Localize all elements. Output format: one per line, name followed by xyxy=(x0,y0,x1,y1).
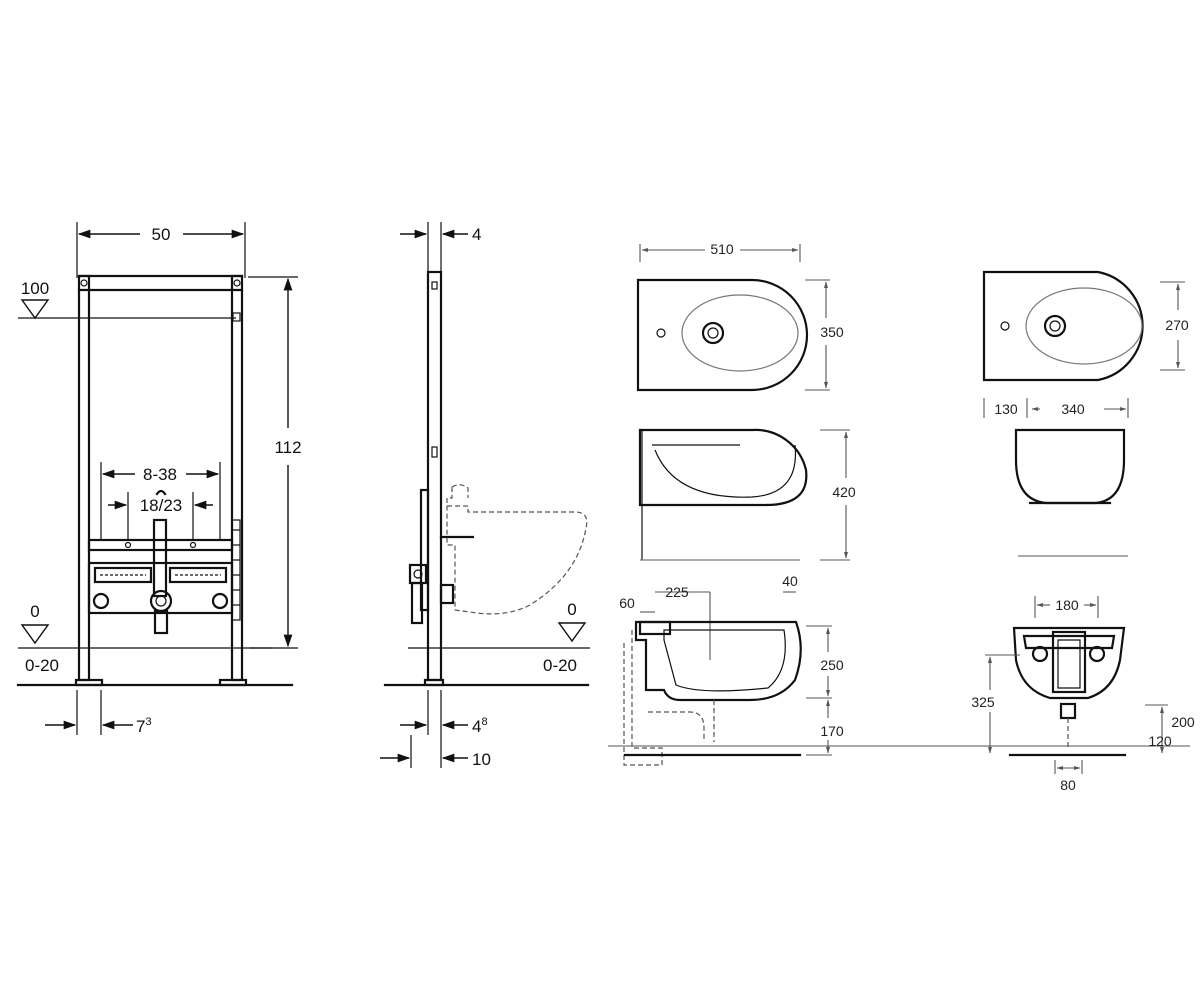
inlet-connector xyxy=(638,620,672,636)
bidet-views: 510 350 270 130 340 xyxy=(608,241,1195,793)
floor-range-label: 0-20 xyxy=(25,656,59,675)
bracket-left xyxy=(93,566,153,584)
bidet-tap-outline xyxy=(451,484,469,498)
rear-drain xyxy=(1059,702,1077,720)
side-module xyxy=(419,488,430,612)
bolt-right xyxy=(189,541,197,549)
side-feet-label: 48 xyxy=(472,716,488,736)
bowl-rim-a xyxy=(681,294,799,372)
floor-clearance-label: 170 xyxy=(820,723,844,739)
top-hole-left xyxy=(80,279,88,287)
top-hole-right xyxy=(233,279,241,287)
fixing-bolt-right xyxy=(211,592,229,610)
tap-hole-b xyxy=(1000,321,1010,331)
side-floor-range-label: 0-20 xyxy=(543,656,577,675)
bidet-top-view-b xyxy=(982,270,1144,382)
bidet-elevation-b xyxy=(1014,428,1126,505)
bidet-section-inner xyxy=(663,629,786,692)
drain-a xyxy=(701,321,725,345)
bowl-height-label: 250 xyxy=(820,657,844,673)
drain-connector-inner xyxy=(155,595,167,607)
center-mark xyxy=(155,489,167,496)
frame-width-label: 50 xyxy=(152,225,171,244)
height-label: 420 xyxy=(832,484,856,500)
tap-hole-a xyxy=(656,328,666,338)
bidet-section xyxy=(634,620,802,702)
top-length-label: 510 xyxy=(710,241,734,257)
bidet-outline xyxy=(446,487,588,615)
level-zero-label: 0 xyxy=(30,602,39,621)
side-bracket-bolt xyxy=(413,569,423,579)
drain-height-b-label: 120 xyxy=(1148,733,1172,749)
left-upright xyxy=(77,274,91,682)
outlet-depth-label: 225 xyxy=(665,584,689,600)
bidet-top-view-a xyxy=(636,278,809,392)
side-outlet xyxy=(439,583,455,605)
rear-bolt-right xyxy=(1088,645,1106,663)
fixing-range-label: 8-38 xyxy=(143,465,177,484)
level-zero-triangle xyxy=(20,624,50,645)
rim-thickness-label: 40 xyxy=(782,573,798,589)
frame-side-view: 4 0 0-20 48 10 xyxy=(380,222,590,769)
level-top-triangle xyxy=(20,299,50,320)
frame-height-label: 112 xyxy=(274,438,301,457)
side-drain xyxy=(410,581,424,625)
side-bracket xyxy=(408,563,428,585)
drain-pipe xyxy=(153,609,169,635)
drain-connector xyxy=(149,589,173,613)
drain-height-a-label: 200 xyxy=(1171,714,1195,730)
frame-front-view: 50 100 112 8-38 18/23 xyxy=(16,222,302,736)
bidet-rear-view xyxy=(1012,626,1126,700)
top-width-b-label: 270 xyxy=(1165,317,1189,333)
top-width-a-label: 350 xyxy=(820,324,844,340)
bolt-left xyxy=(124,541,132,549)
outlet-width-label: 180 xyxy=(1055,597,1079,613)
side-total-label: 10 xyxy=(472,750,491,769)
rear-outlet-inner xyxy=(1057,639,1081,689)
side-level-zero-triangle xyxy=(557,622,587,643)
level-top-label: 100 xyxy=(21,279,49,298)
inlet-offset-label: 60 xyxy=(619,595,635,611)
concealed-frame xyxy=(623,630,663,766)
fixing-bolt-left xyxy=(92,592,110,610)
drain-b xyxy=(1043,314,1067,338)
adjustment-scale xyxy=(231,519,241,621)
rear-outlet-block xyxy=(1051,630,1087,694)
bowl-rim-b xyxy=(1025,287,1143,365)
side-upright xyxy=(426,270,443,682)
outlet-height-label: 325 xyxy=(971,694,995,710)
side-slot xyxy=(431,446,438,458)
feet-offset-label: 73 xyxy=(136,716,152,736)
rear-bolt-left xyxy=(1031,645,1049,663)
supply-pipe xyxy=(152,518,168,598)
water-spacing-label: 18/23 xyxy=(140,496,183,515)
bowl-length-label: 340 xyxy=(1061,401,1085,417)
drain-width-label: 80 xyxy=(1060,777,1076,793)
mounting-plate xyxy=(87,538,234,552)
drain-a-inner xyxy=(707,327,719,339)
level-marker xyxy=(232,312,241,322)
waste-trap xyxy=(648,700,715,742)
drain-b-inner xyxy=(1049,320,1061,332)
bracket-right xyxy=(168,566,228,584)
rear-offset-label: 130 xyxy=(994,401,1018,417)
rear-flange xyxy=(1022,634,1116,650)
side-level-zero-label: 0 xyxy=(567,600,576,619)
side-depth-label: 4 xyxy=(472,225,481,244)
bowl-section-a xyxy=(652,444,797,498)
side-slot xyxy=(431,281,438,290)
bidet-elevation-a xyxy=(638,428,808,507)
